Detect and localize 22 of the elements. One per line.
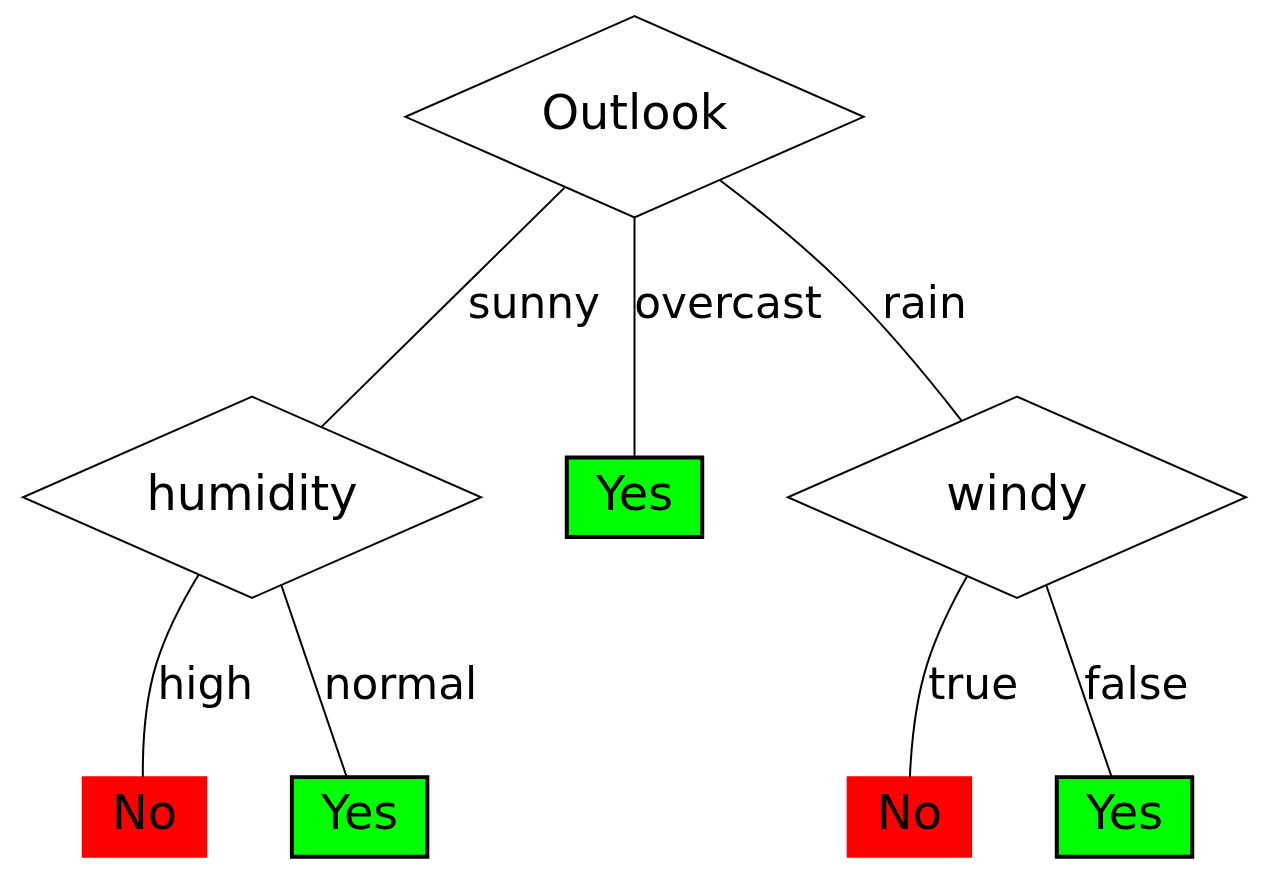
node-box: Yes [564,455,704,540]
connector [718,179,963,422]
edge-label: true [927,657,1018,709]
edge-label: high [156,657,253,709]
connector [279,584,347,778]
node-box: Yes [289,775,429,859]
edge-label: false [1083,657,1189,709]
edge-label: rain [881,277,967,329]
connector [908,575,968,778]
node-box: Yes [1054,775,1194,859]
node-box: No [81,776,207,858]
connector [633,216,635,459]
connector [1044,584,1112,778]
node-diamond: windy [784,395,1248,599]
node-diamond: Outlook [402,15,866,219]
edge-label: sunny [467,277,600,329]
connector [320,186,565,428]
node-box: No [846,776,972,858]
connector [141,573,200,778]
edge-label: normal [323,657,477,709]
edge-label: overcast [633,277,822,329]
node-diamond: humidity [20,395,484,599]
